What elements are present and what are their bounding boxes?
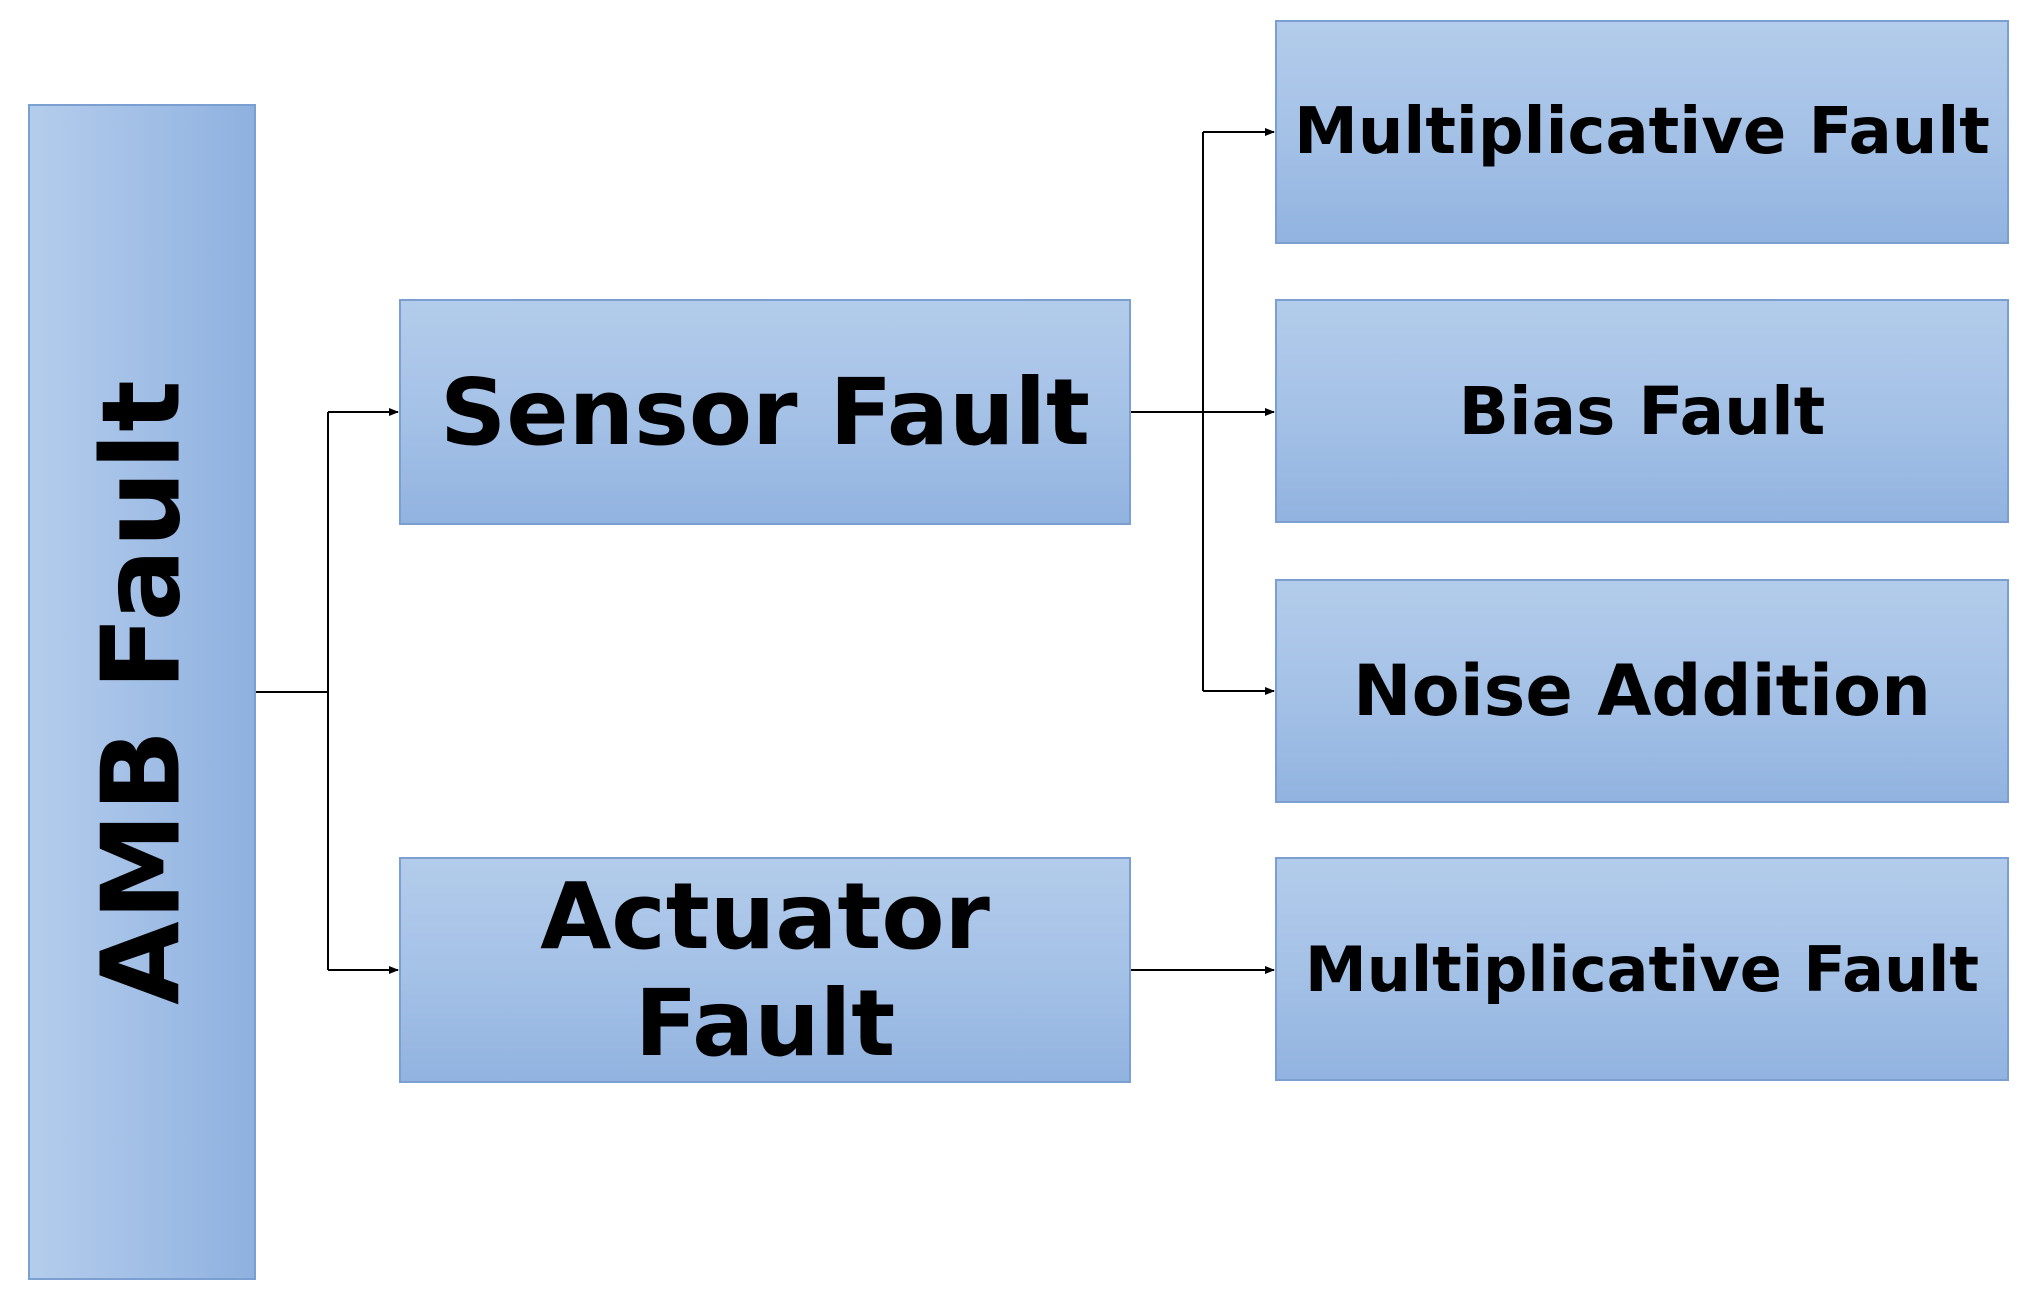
actuator-multiplicative-fault-box: Multiplicative Fault — [1275, 857, 2009, 1081]
actuator-fault-label: Actuator Fault — [540, 863, 990, 1077]
sensor-multiplicative-fault-box: Multiplicative Fault — [1275, 20, 2009, 244]
sensor-fault-label: Sensor Fault — [439, 358, 1091, 466]
noise-addition-box: Noise Addition — [1275, 579, 2009, 803]
sensor-fault-box: Sensor Fault — [399, 299, 1131, 525]
noise-addition-label: Noise Addition — [1353, 650, 1931, 732]
amb-fault-box: AMB Fault — [28, 104, 256, 1280]
amb-fault-label: AMB Fault — [79, 379, 205, 1005]
actuator-fault-box: Actuator Fault — [399, 857, 1131, 1083]
bias-fault-label: Bias Fault — [1458, 372, 1826, 450]
bias-fault-box: Bias Fault — [1275, 299, 2009, 523]
actuator-multiplicative-fault-label: Multiplicative Fault — [1305, 932, 1979, 1006]
sensor-multiplicative-fault-label: Multiplicative Fault — [1294, 95, 1990, 169]
